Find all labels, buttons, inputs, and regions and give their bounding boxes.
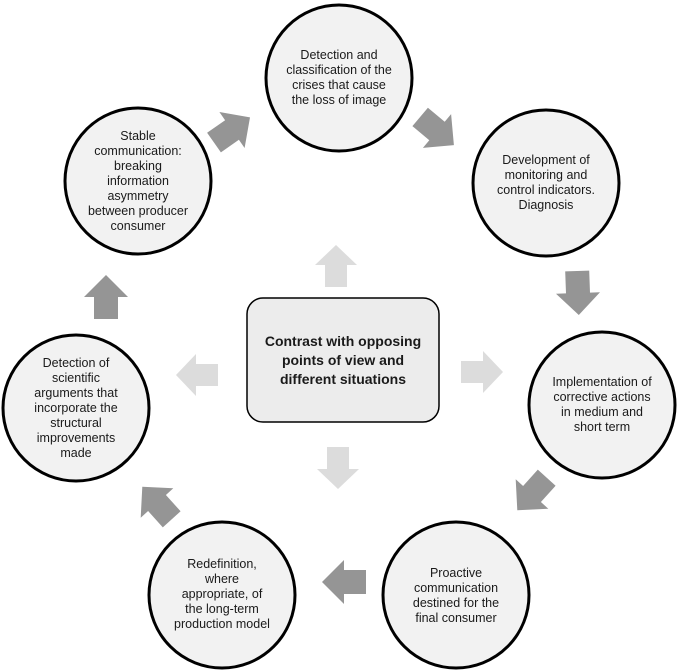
- cycle-arrow-5: [140, 486, 181, 528]
- center-box: [246, 297, 440, 423]
- cycle-arrow-4: [322, 560, 366, 604]
- cycle-arrow-2: [556, 270, 600, 315]
- step-circle-1: [264, 3, 414, 153]
- step-circle-7: [63, 106, 213, 256]
- step-circle-3: [527, 330, 677, 480]
- cycle-arrow-7: [207, 112, 250, 153]
- center-arrow-up: [315, 245, 357, 287]
- cycle-arrow-3: [515, 469, 556, 511]
- center-box-label: Contrast with opposing points of view an…: [264, 332, 422, 387]
- cycle-arrow-6: [84, 275, 128, 319]
- step-circle-4: [381, 520, 531, 670]
- step-label-4: Proactive communication destined for the…: [412, 566, 500, 625]
- step-circle-6: [1, 333, 151, 483]
- step-circle-5: [147, 520, 297, 670]
- step-label-2: Development of monitoring and control in…: [497, 153, 595, 212]
- center-arrow-right: [461, 351, 503, 393]
- step-circle-2: [471, 108, 621, 258]
- center-arrow-down: [317, 447, 359, 489]
- step-label-7: Stable communication: breaking informati…: [87, 128, 189, 233]
- step-label-6: Detection of scientific arguments that i…: [34, 355, 118, 460]
- cycle-arrow-1: [412, 107, 454, 148]
- step-label-3: Implementation of corrective actions in …: [552, 375, 652, 434]
- step-label-5: Redefinition, where appropriate, of the …: [174, 556, 270, 631]
- center-arrow-left: [176, 354, 218, 396]
- step-label-1: Detection and classification of the cris…: [286, 48, 392, 107]
